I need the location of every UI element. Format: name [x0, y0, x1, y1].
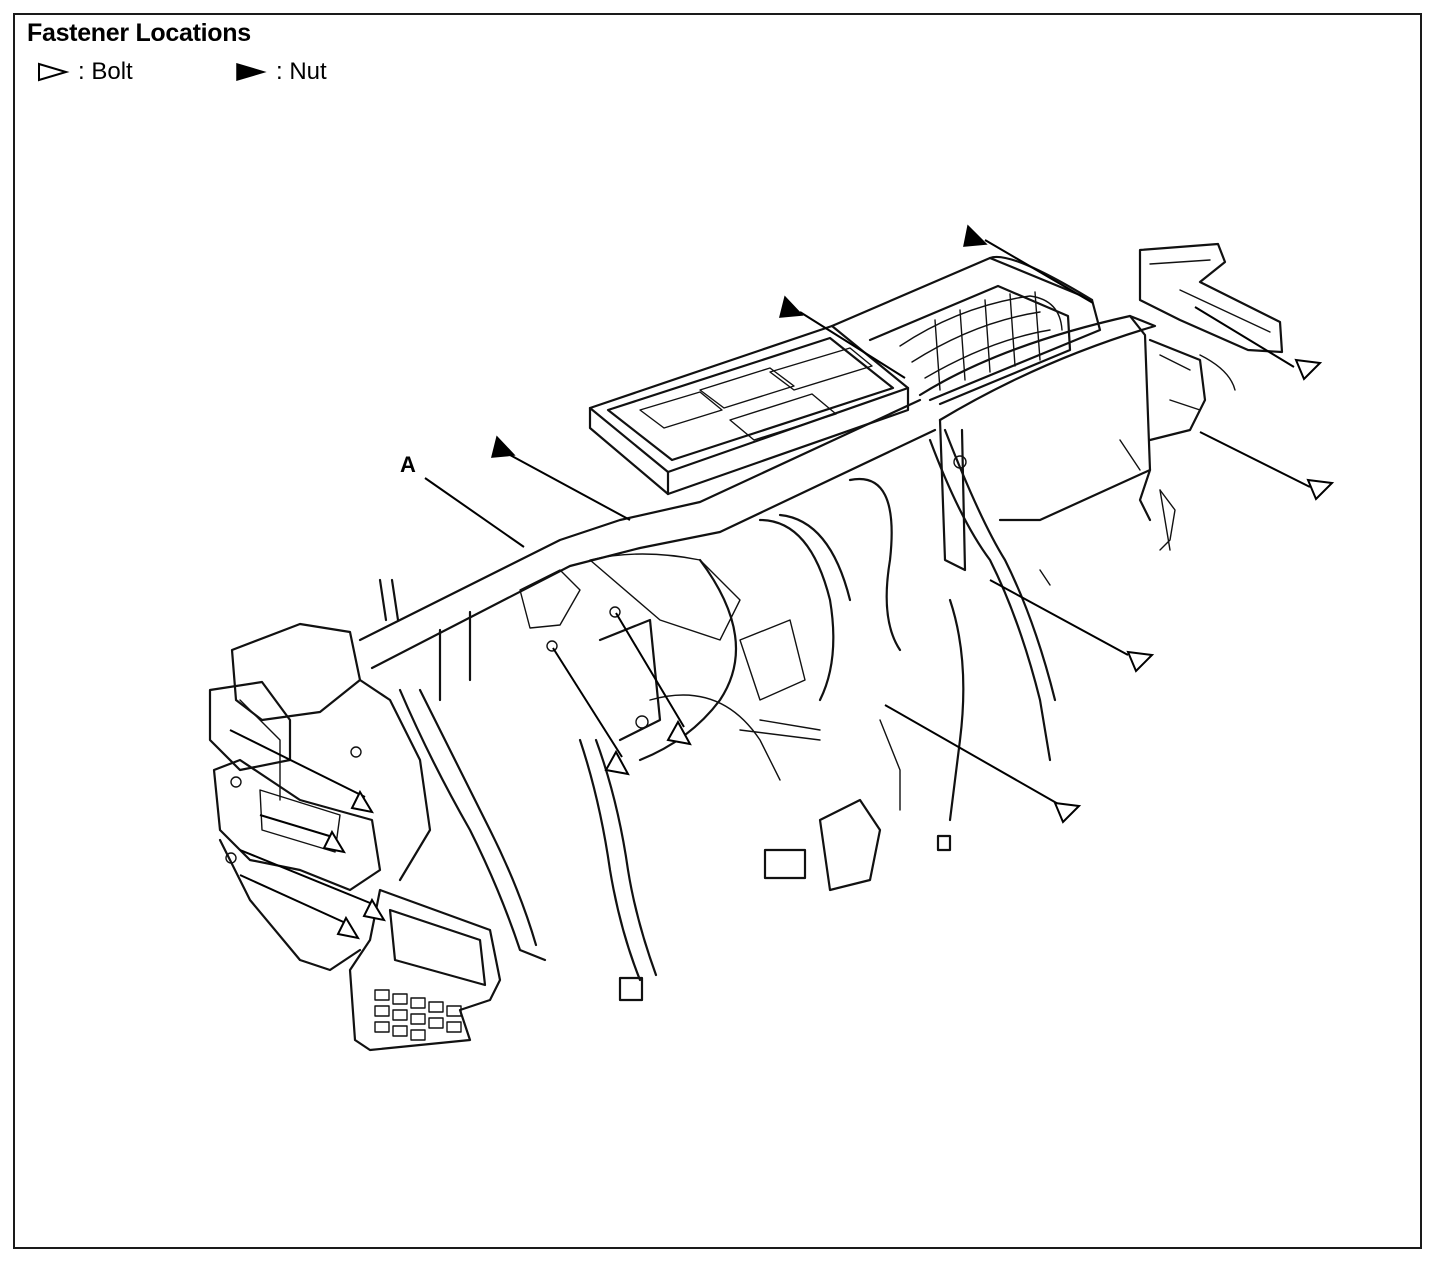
leader-line: [984, 239, 1094, 304]
leader-line: [1194, 306, 1295, 368]
leader-line: [615, 612, 685, 728]
leader-line: [239, 874, 351, 926]
leader-lines: [229, 239, 1311, 926]
leader-line: [229, 729, 366, 798]
fuse-box: [348, 888, 502, 1052]
left-side-bracket: [208, 622, 432, 972]
bolt-marker: [350, 789, 375, 814]
leader-line: [1199, 431, 1311, 488]
blower-housing: [830, 255, 1102, 406]
legend-nut: : Nut: [234, 58, 327, 86]
legend-bolt: : Bolt: [36, 58, 133, 86]
leader-line: [509, 454, 631, 521]
leader-line: [259, 814, 337, 839]
bolt-marker: [1053, 801, 1082, 824]
right-side-frame: [918, 242, 1284, 572]
nut-marker: [963, 224, 988, 247]
bolt-marker: [362, 897, 387, 922]
legend-bolt-label: : Bolt: [78, 58, 133, 85]
leader-line: [989, 579, 1129, 656]
leader-line: [239, 849, 376, 906]
leader-line: [552, 647, 623, 758]
page-title: Fastener Locations: [27, 19, 251, 47]
leader-line: [424, 477, 525, 548]
bolt-marker: [604, 749, 630, 776]
dashboard-assembly-illustration: [208, 242, 1284, 1052]
bolt-symbol-icon: [38, 62, 70, 82]
bolt-marker: [1306, 478, 1335, 501]
bolt-marker: [1294, 358, 1323, 381]
bolt-marker: [336, 915, 361, 940]
bolt-markers: [322, 358, 1335, 940]
leader-line: [799, 311, 906, 379]
leader-line: [884, 704, 1061, 806]
wiring-harness: [378, 428, 1171, 1002]
nut-marker: [779, 295, 804, 318]
bolt-marker: [666, 719, 692, 746]
bolt-marker: [322, 829, 347, 854]
diagram-frame: [13, 13, 1422, 1249]
bolt-marker: [1126, 650, 1155, 673]
nut-symbol-icon: [236, 62, 267, 82]
callout-a-label: A: [400, 452, 416, 477]
legend-nut-label: : Nut: [276, 58, 327, 85]
nut-markers: [491, 224, 988, 458]
heater-unit-top: [588, 324, 910, 496]
nut-marker: [491, 435, 516, 458]
steering-hanger-beam: [358, 398, 937, 702]
